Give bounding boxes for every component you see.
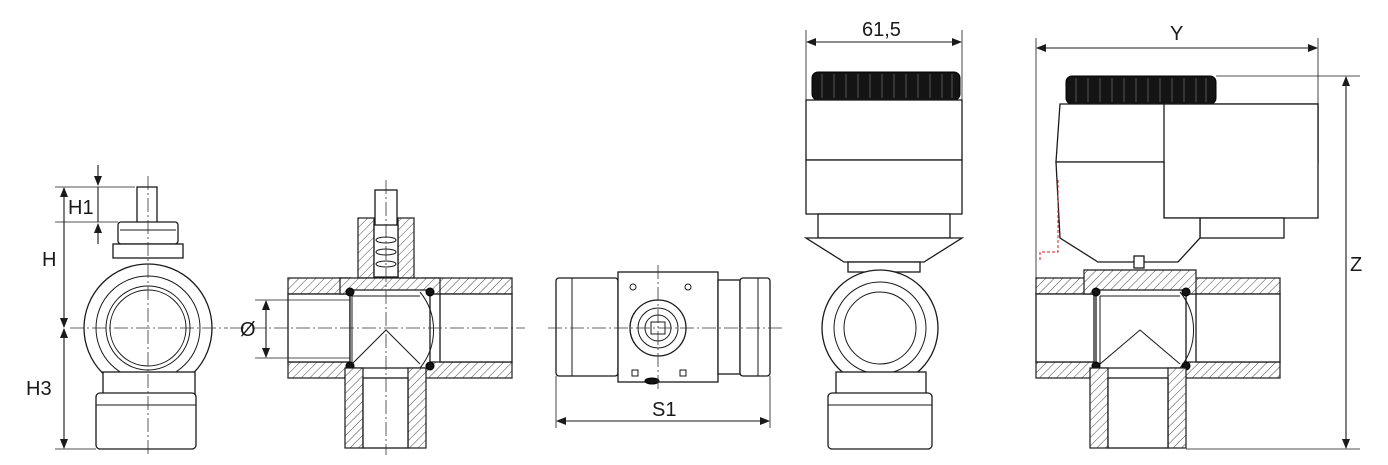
side-actuator-box bbox=[1163, 103, 1319, 219]
side-view: H1 H H3 bbox=[26, 165, 228, 455]
actuator-lower-connector bbox=[827, 392, 933, 450]
top-left-port bbox=[555, 277, 619, 377]
actuator-housing-top bbox=[805, 99, 963, 161]
lower-nut bbox=[102, 371, 196, 395]
red-guide-line bbox=[1039, 180, 1059, 262]
section-view: Ø bbox=[230, 180, 525, 455]
stem bbox=[136, 186, 158, 228]
top-view: S1 bbox=[548, 265, 782, 428]
side-actuator-adapter bbox=[1055, 161, 1201, 263]
h1-label: H1 bbox=[68, 197, 94, 219]
diameter-label: Ø bbox=[240, 319, 256, 341]
h3-label: H3 bbox=[26, 378, 52, 400]
actuator-housing-bottom bbox=[805, 159, 963, 215]
actuator-side-view: Y Z bbox=[1035, 23, 1362, 450]
top-right-port bbox=[739, 277, 771, 377]
actuator-adapter bbox=[803, 237, 965, 263]
actuator-body-port bbox=[821, 269, 939, 387]
z-label: Z bbox=[1350, 254, 1362, 276]
h-label: H bbox=[42, 249, 56, 271]
section-ball bbox=[349, 289, 431, 369]
y-label: Y bbox=[1170, 23, 1183, 45]
width-615-label: 61,5 bbox=[862, 19, 901, 41]
s1-label: S1 bbox=[652, 399, 676, 421]
lower-connector bbox=[95, 392, 197, 450]
actuator-front-view: 61,5 bbox=[803, 19, 965, 450]
